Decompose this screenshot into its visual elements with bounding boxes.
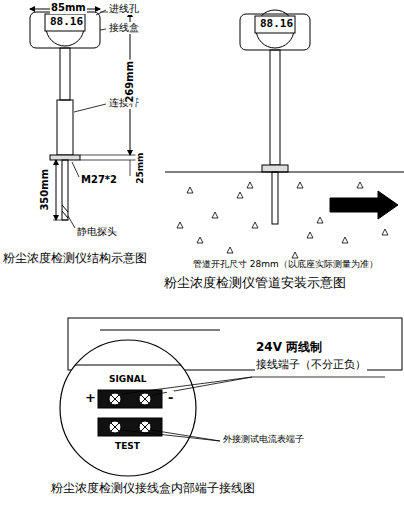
terminal-note: 接线端子（不分正负） bbox=[255, 359, 367, 372]
dimension: 350mm bbox=[39, 168, 51, 212]
figure-caption: 粉尘浓度检测仪结构示意图 bbox=[2, 252, 148, 266]
polarity-mark: + bbox=[84, 391, 97, 406]
dimension-line bbox=[56, 160, 57, 220]
zoom-circle bbox=[60, 340, 196, 476]
note: 管道开孔尺寸 28mm（以底座实际测量为准） bbox=[192, 259, 379, 269]
detector-structure bbox=[30, 8, 100, 220]
figure-caption: 粉尘浓度检测仪管道安装示意图 bbox=[163, 276, 347, 291]
signal-name: TEST bbox=[114, 441, 141, 451]
thread-spec: M27*2 bbox=[80, 174, 118, 186]
display-reading: 88.16 bbox=[259, 18, 294, 31]
figure-caption: 粉尘浓度检测仪接线盒内部端子接线图 bbox=[50, 482, 256, 496]
pipe-wall bbox=[165, 171, 404, 172]
installed-detector bbox=[240, 10, 310, 224]
flow-arrow bbox=[330, 191, 398, 219]
display-reading: 88.16 bbox=[49, 16, 84, 29]
dimension: 25mm bbox=[136, 151, 146, 184]
leader-lines bbox=[68, 10, 106, 228]
signal-name: SIGNAL bbox=[108, 374, 147, 384]
dimension: 85mm bbox=[50, 2, 87, 14]
part-name: 接线盒 bbox=[108, 22, 140, 34]
terminal-leaders bbox=[121, 377, 385, 441]
part-name: 静电探头 bbox=[76, 226, 118, 238]
polarity-mark: - bbox=[167, 391, 174, 406]
part-name: 进线孔 bbox=[108, 3, 140, 15]
dust-particles bbox=[177, 182, 388, 258]
terminal-screws bbox=[109, 393, 151, 433]
terminal-note: 外接测试电流表端子 bbox=[222, 434, 305, 444]
dimension: 269mm bbox=[124, 60, 136, 104]
supply-note: 24V 两线制 bbox=[255, 341, 323, 355]
